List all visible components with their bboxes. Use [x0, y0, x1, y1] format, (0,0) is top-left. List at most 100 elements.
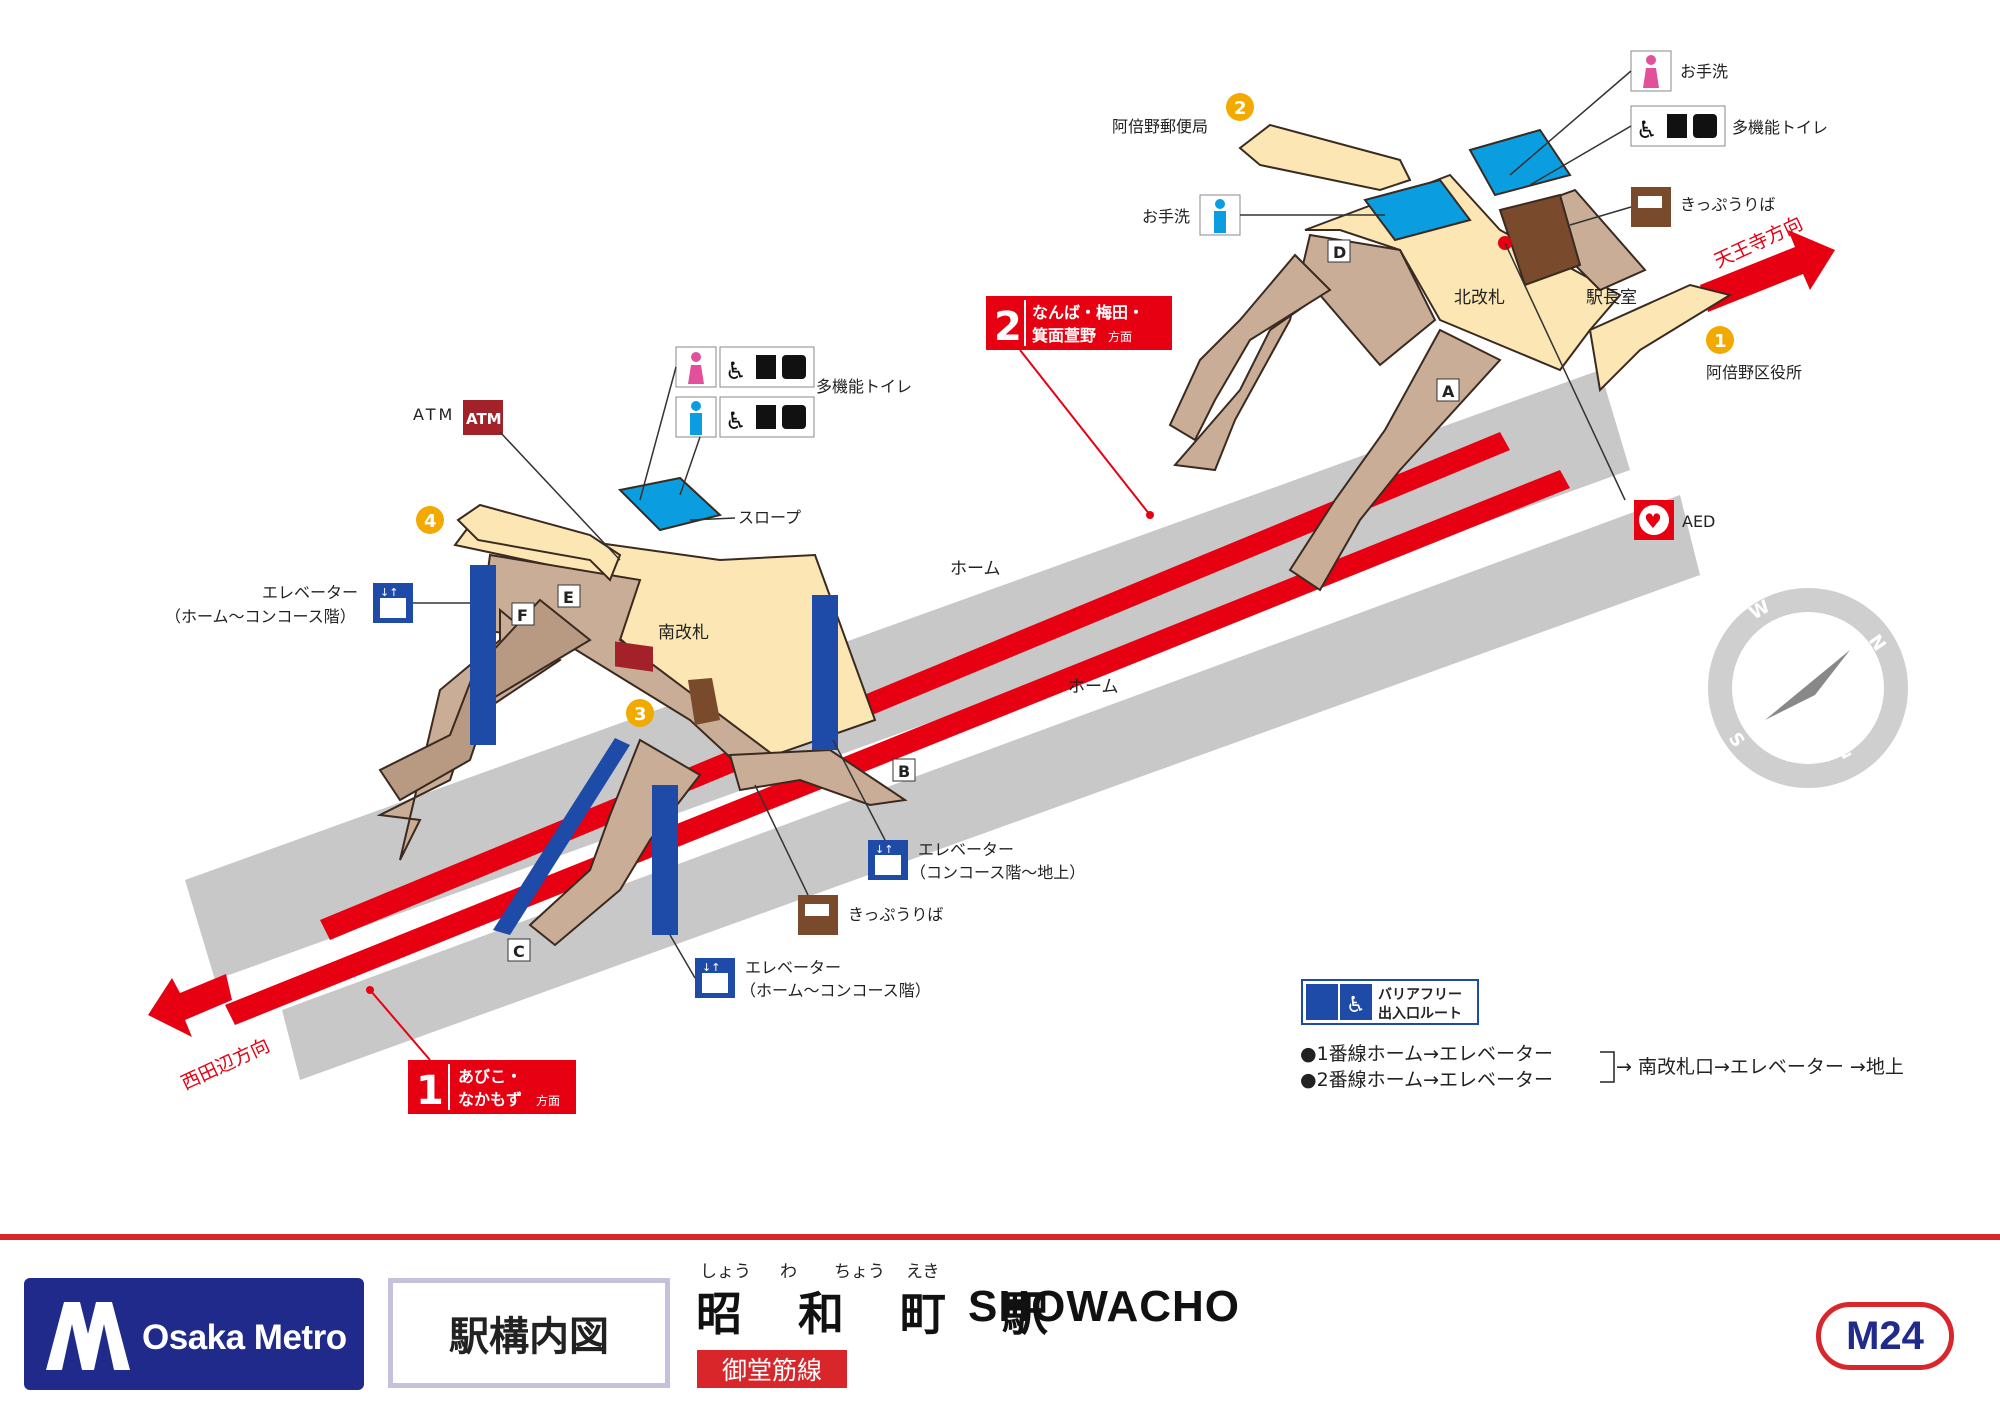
atm-icon: ATM [463, 400, 503, 435]
ruby-4: えき [906, 1262, 940, 1282]
nearby-1-label: 阿倍野区役所 [1706, 363, 1802, 382]
south-blue-toilet-icons: ♿ [675, 396, 815, 438]
north-toilet-2 [1468, 128, 1572, 197]
elevator-c-icon: ↓↑ [695, 958, 735, 998]
svg-text:♿: ♿ [725, 357, 747, 385]
stairs-1 [1588, 283, 1733, 393]
svg-text:バリアフリー: バリアフリー [1378, 987, 1462, 1003]
svg-text:ATM: ATM [466, 410, 502, 428]
svg-text:↓↑: ↓↑ [702, 961, 720, 974]
track-1-marker [366, 986, 374, 994]
rail-track-1 [225, 470, 1570, 1025]
nearby-2: 2 [1226, 93, 1254, 121]
atm-label: ATM [413, 405, 455, 424]
svg-text:なかもず: なかもず [458, 1090, 522, 1109]
svg-text:箕面萱野: 箕面萱野 [1031, 326, 1096, 345]
svg-text:1: 1 [1714, 331, 1727, 352]
operator-name: Osaka Metro [142, 1318, 347, 1357]
map-title: 駅構内図 [388, 1278, 670, 1388]
leader-slope [689, 517, 736, 521]
elevator-south [652, 785, 678, 935]
route-bracket [1600, 1051, 1615, 1083]
ruby-2: わ [780, 1262, 797, 1282]
elevator-w-icon: ↓↑ [373, 583, 413, 623]
nearby-4: 4 [416, 506, 444, 534]
stairs-d [1168, 253, 1332, 442]
direction-south: 西田辺方向 [178, 1034, 273, 1094]
ruby-1: しょう [700, 1262, 751, 1282]
svg-text:4: 4 [424, 511, 437, 532]
elev-c-line1: エレベーター [745, 958, 841, 977]
handwash-n2-label: お手洗 [1142, 207, 1190, 226]
leader-toilet-s1 [639, 366, 677, 501]
multi-toilet-n-icons: ♿ [1630, 105, 1726, 147]
elev-c-line2: （ホーム〜コンコース階） [740, 981, 931, 1000]
escalator-c [493, 738, 630, 935]
route-common: → 南改札口→エレベーター →地上 [1616, 1056, 1904, 1078]
ticket-s-icon [798, 895, 838, 935]
track-2-badge: 2 なんば・梅田・ 箕面萱野 方面 [986, 296, 1172, 350]
ticket-s-label: きっぷうりば [848, 905, 943, 924]
nearby-2-label: 阿倍野郵便局 [1112, 117, 1208, 136]
multi-toilet-s-label: 多機能トイレ [816, 377, 912, 396]
exit-d: D [1327, 239, 1351, 263]
pink-toilet-icon [1630, 50, 1672, 92]
stairs-4 [456, 503, 622, 582]
south-toilets [617, 476, 723, 532]
leader-ticket-s [754, 784, 809, 896]
nearby-1: 1 [1706, 326, 1734, 354]
station-code-badge: M24 [1816, 1302, 1954, 1370]
office-label: 駅長室 [1586, 288, 1637, 308]
stairs-2 [1238, 123, 1412, 192]
elev-b-line1: エレベーター [918, 840, 1014, 859]
slope-label: スロープ [738, 508, 801, 527]
arrow-southbound [148, 974, 232, 1037]
exit-b: B [892, 758, 916, 782]
svg-text:♿: ♿ [725, 407, 747, 435]
svg-text:A: A [1442, 382, 1455, 401]
south-atm-room [615, 641, 653, 672]
elevator-west [470, 565, 496, 745]
elev-b-line2: （コンコース階〜地上） [910, 863, 1085, 882]
svg-text:C: C [513, 942, 525, 961]
north-wicket-label: 北改札 [1454, 288, 1505, 308]
svg-text:E: E [563, 588, 574, 607]
line-name-badge: 御堂筋線 [697, 1350, 847, 1388]
aed-icon: ♥ [1634, 500, 1674, 540]
south-pink-toilet-icons: ♿ [675, 346, 815, 388]
compass: W N E S [1708, 588, 1908, 788]
svg-text:1: 1 [416, 1068, 444, 1114]
svg-text:D: D [1333, 243, 1346, 262]
exit-c: C [507, 938, 531, 962]
leader-track-1 [369, 989, 431, 1061]
svg-text:↓↑: ↓↑ [380, 586, 398, 599]
leader-ticket-n [1569, 206, 1632, 226]
leader-elev-c [669, 934, 696, 979]
south-ticket-area [688, 678, 720, 725]
elevator-center [812, 595, 838, 750]
ticket-n-label: きっぷうりば [1680, 195, 1775, 214]
exit-e: E [557, 584, 581, 608]
exit-f: F [511, 602, 535, 626]
south-wicket-label: 南改札 [658, 623, 709, 643]
station-map: ホーム ホーム 南改札 北改札 駅長室 天王寺方向 西田辺方向 2 なんば・梅田… [148, 50, 1908, 1114]
leader-handwash-n [1509, 70, 1632, 176]
svg-text:あびこ・: あびこ・ [458, 1067, 522, 1086]
svg-text:なんば・梅田・: なんば・梅田・ [1032, 303, 1144, 322]
osaka-metro-logo: Osaka Metro [24, 1278, 364, 1390]
track-1-badge: 1 あびこ・ なかもず 方面 [408, 1060, 576, 1114]
route-1: ●1番線ホーム→エレベーター [1300, 1043, 1553, 1065]
svg-text:F: F [517, 606, 528, 625]
north-ticket-area [1498, 193, 1582, 287]
svg-text:2: 2 [1234, 98, 1247, 119]
exit-a: A [1436, 378, 1460, 402]
leader-elev-b [832, 739, 886, 841]
leader-toilet-s2 [679, 436, 701, 496]
leader-multi-toilet-n [1529, 125, 1632, 186]
svg-text:↓↑: ↓↑ [875, 843, 893, 856]
north-floor-d [1173, 233, 1437, 472]
elevator-b-icon: ↓↑ [868, 840, 908, 880]
station-name-roman: SHOWACHO [968, 1282, 1240, 1331]
svg-text:♿: ♿ [1346, 993, 1366, 1018]
footer-divider [0, 1234, 2000, 1240]
